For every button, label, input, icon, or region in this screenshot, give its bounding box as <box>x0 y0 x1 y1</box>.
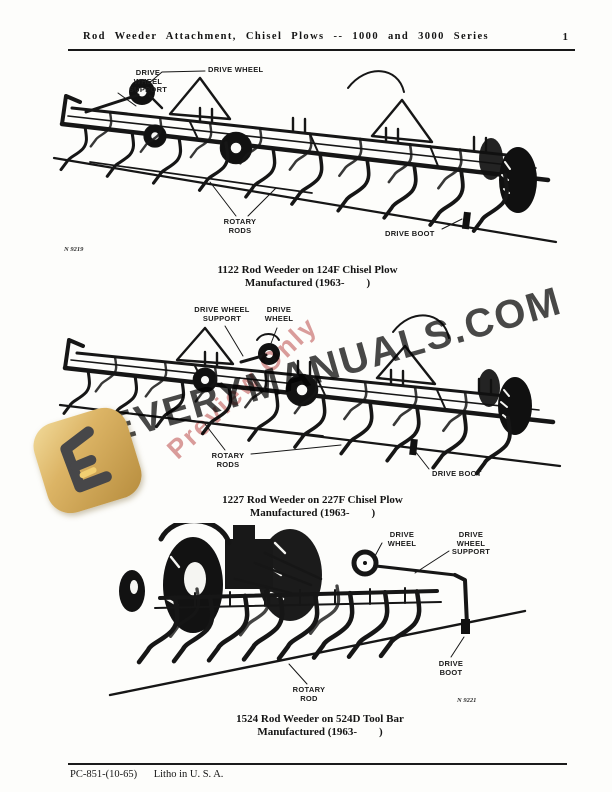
figure-caption: 1524 Rod Weeder on 524D Tool Bar Manufac… <box>105 713 535 738</box>
label-drive-boot: DRIVE BOOT <box>438 659 464 677</box>
footer: PC-851-(10-65) Litho in U. S. A. <box>70 769 237 780</box>
drive-wheel <box>239 333 280 365</box>
gauge-wheels <box>478 369 532 435</box>
logo-e-icon <box>60 426 112 493</box>
label-drive-boot: DRIVE BOOT <box>432 469 482 478</box>
label-drive-wheel-support: DRIVE WHEEL SUPPORT <box>451 530 491 557</box>
figure-caption: 1122 Rod Weeder on 124F Chisel Plow Manu… <box>50 264 565 289</box>
rod-weeder-toolbar-illustration <box>108 523 527 697</box>
label-rotary-rods: ROTARY RODS <box>223 217 257 235</box>
header-rule <box>68 49 575 52</box>
footer-doc-code: PC-851-(10-65) <box>70 769 138 780</box>
drive-boot <box>461 211 471 230</box>
drive-wheel <box>84 79 164 114</box>
label-drive-wheel-support: DRIVE WHEEL SUPPORT <box>128 68 168 95</box>
label-drive-wheel: DRIVE WHEEL <box>264 305 294 323</box>
figure-number: N 9219 <box>64 246 84 253</box>
label-drive-wheel-support: DRIVE WHEEL SUPPORT <box>194 305 250 323</box>
clamps <box>194 587 406 608</box>
caption-line2: Manufactured (1963- ) <box>244 276 371 289</box>
drive-wheel <box>351 549 379 577</box>
caption-line2: Manufactured (1963- ) <box>249 506 376 519</box>
shank-row-front <box>59 125 509 233</box>
page-title: Rod Weeder Attachment, Chisel Plows -- 1… <box>82 31 490 42</box>
figure-1: DRIVE WHEEL SUPPORT DRIVE WHEEL ROTARY R… <box>50 62 565 290</box>
label-drive-boot: DRIVE BOOT <box>385 229 435 238</box>
figure-caption: 1227 Rod Weeder on 227F Chisel Plow Manu… <box>55 494 570 519</box>
leader-lines <box>288 542 465 685</box>
figure-3: DRIVE WHEEL DRIVE WHEEL SUPPORT DRIVE BO… <box>105 523 535 739</box>
watermark-logo <box>27 401 148 520</box>
footer-litho: Litho in U. S. A. <box>153 769 224 780</box>
figure-number: N 9221 <box>457 697 477 704</box>
drive-wheel-support <box>374 564 469 627</box>
leader-lines <box>117 70 463 230</box>
label-rotary-rods: ROTARY RODS <box>211 451 245 469</box>
figure-2: DRIVE WHEEL SUPPORT DRIVE WHEEL ROTARY R… <box>55 298 570 520</box>
label-drive-wheel: DRIVE WHEEL <box>208 65 264 74</box>
label-rotary-rod: ROTARY ROD <box>292 685 326 703</box>
gauge-wheels <box>479 138 537 213</box>
footer-rule <box>68 763 567 765</box>
label-drive-wheel: DRIVE WHEEL <box>387 530 417 548</box>
caption-line2: Manufactured (1963- ) <box>257 725 383 738</box>
rotary-rods-lines <box>52 156 558 244</box>
chisel-plow-illustration-2 <box>58 314 562 476</box>
caption-line1: 1227 Rod Weeder on 227F Chisel Plow <box>222 494 403 506</box>
caption-line1: 1524 Rod Weeder on 524D Tool Bar <box>236 713 404 725</box>
tractor <box>119 523 323 633</box>
caption-line1: 1122 Rod Weeder on 124F Chisel Plow <box>217 264 398 276</box>
drive-boot <box>461 619 470 634</box>
page-number: 1 <box>562 31 569 43</box>
leader-lines <box>204 325 430 470</box>
chisel-plow-illustration-1 <box>52 70 558 244</box>
